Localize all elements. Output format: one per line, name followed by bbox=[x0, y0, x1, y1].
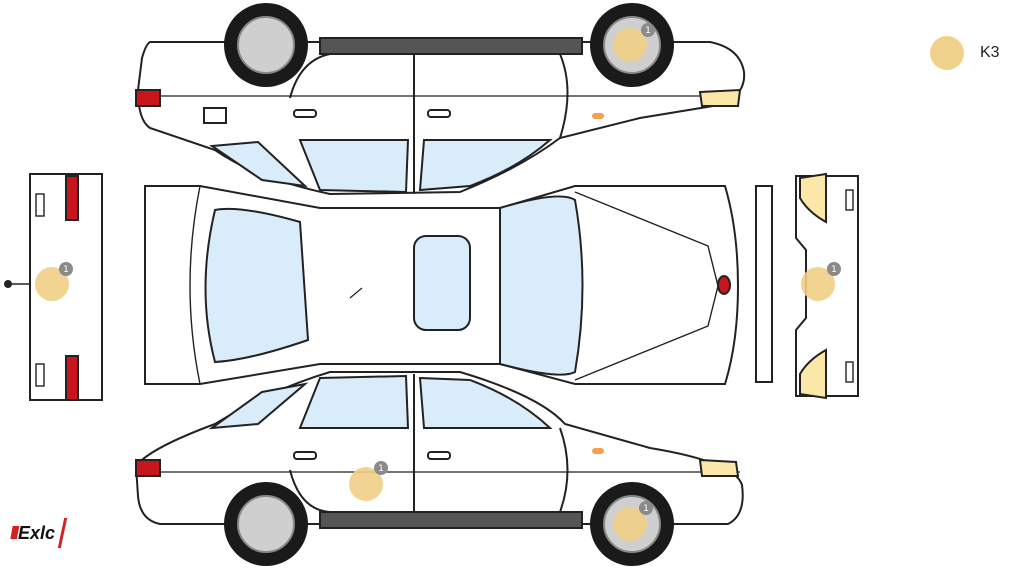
side-view-top bbox=[135, 37, 746, 196]
top-view bbox=[144, 185, 740, 385]
damage-marker-badge: 1 bbox=[63, 265, 69, 275]
damage-marker-badge: 1 bbox=[831, 265, 837, 275]
windshield-strip bbox=[755, 185, 773, 383]
legend-swatch bbox=[930, 36, 964, 70]
legend-code: K3 bbox=[980, 44, 1000, 61]
damage-marker-badge: 1 bbox=[643, 504, 649, 514]
damage-marker[interactable]: 1 bbox=[801, 262, 841, 301]
damage-marker[interactable]: 1 bbox=[613, 23, 655, 62]
damage-marker-badge: 1 bbox=[645, 26, 651, 36]
damage-marker[interactable]: 1 bbox=[349, 461, 388, 501]
logo-bars: III bbox=[10, 522, 19, 543]
logo: III Exlc bbox=[10, 518, 68, 548]
legend: K3 bbox=[930, 36, 1000, 70]
logo-text: Exlc bbox=[18, 522, 56, 543]
wheel-bottom-rear bbox=[223, 481, 309, 567]
damage-marker-badge: 1 bbox=[378, 464, 384, 474]
damage-marker[interactable]: 1 bbox=[613, 501, 653, 541]
wheel-top-rear bbox=[223, 2, 309, 88]
damage-marker[interactable]: 1 bbox=[35, 262, 73, 301]
side-view-bottom bbox=[134, 371, 744, 529]
